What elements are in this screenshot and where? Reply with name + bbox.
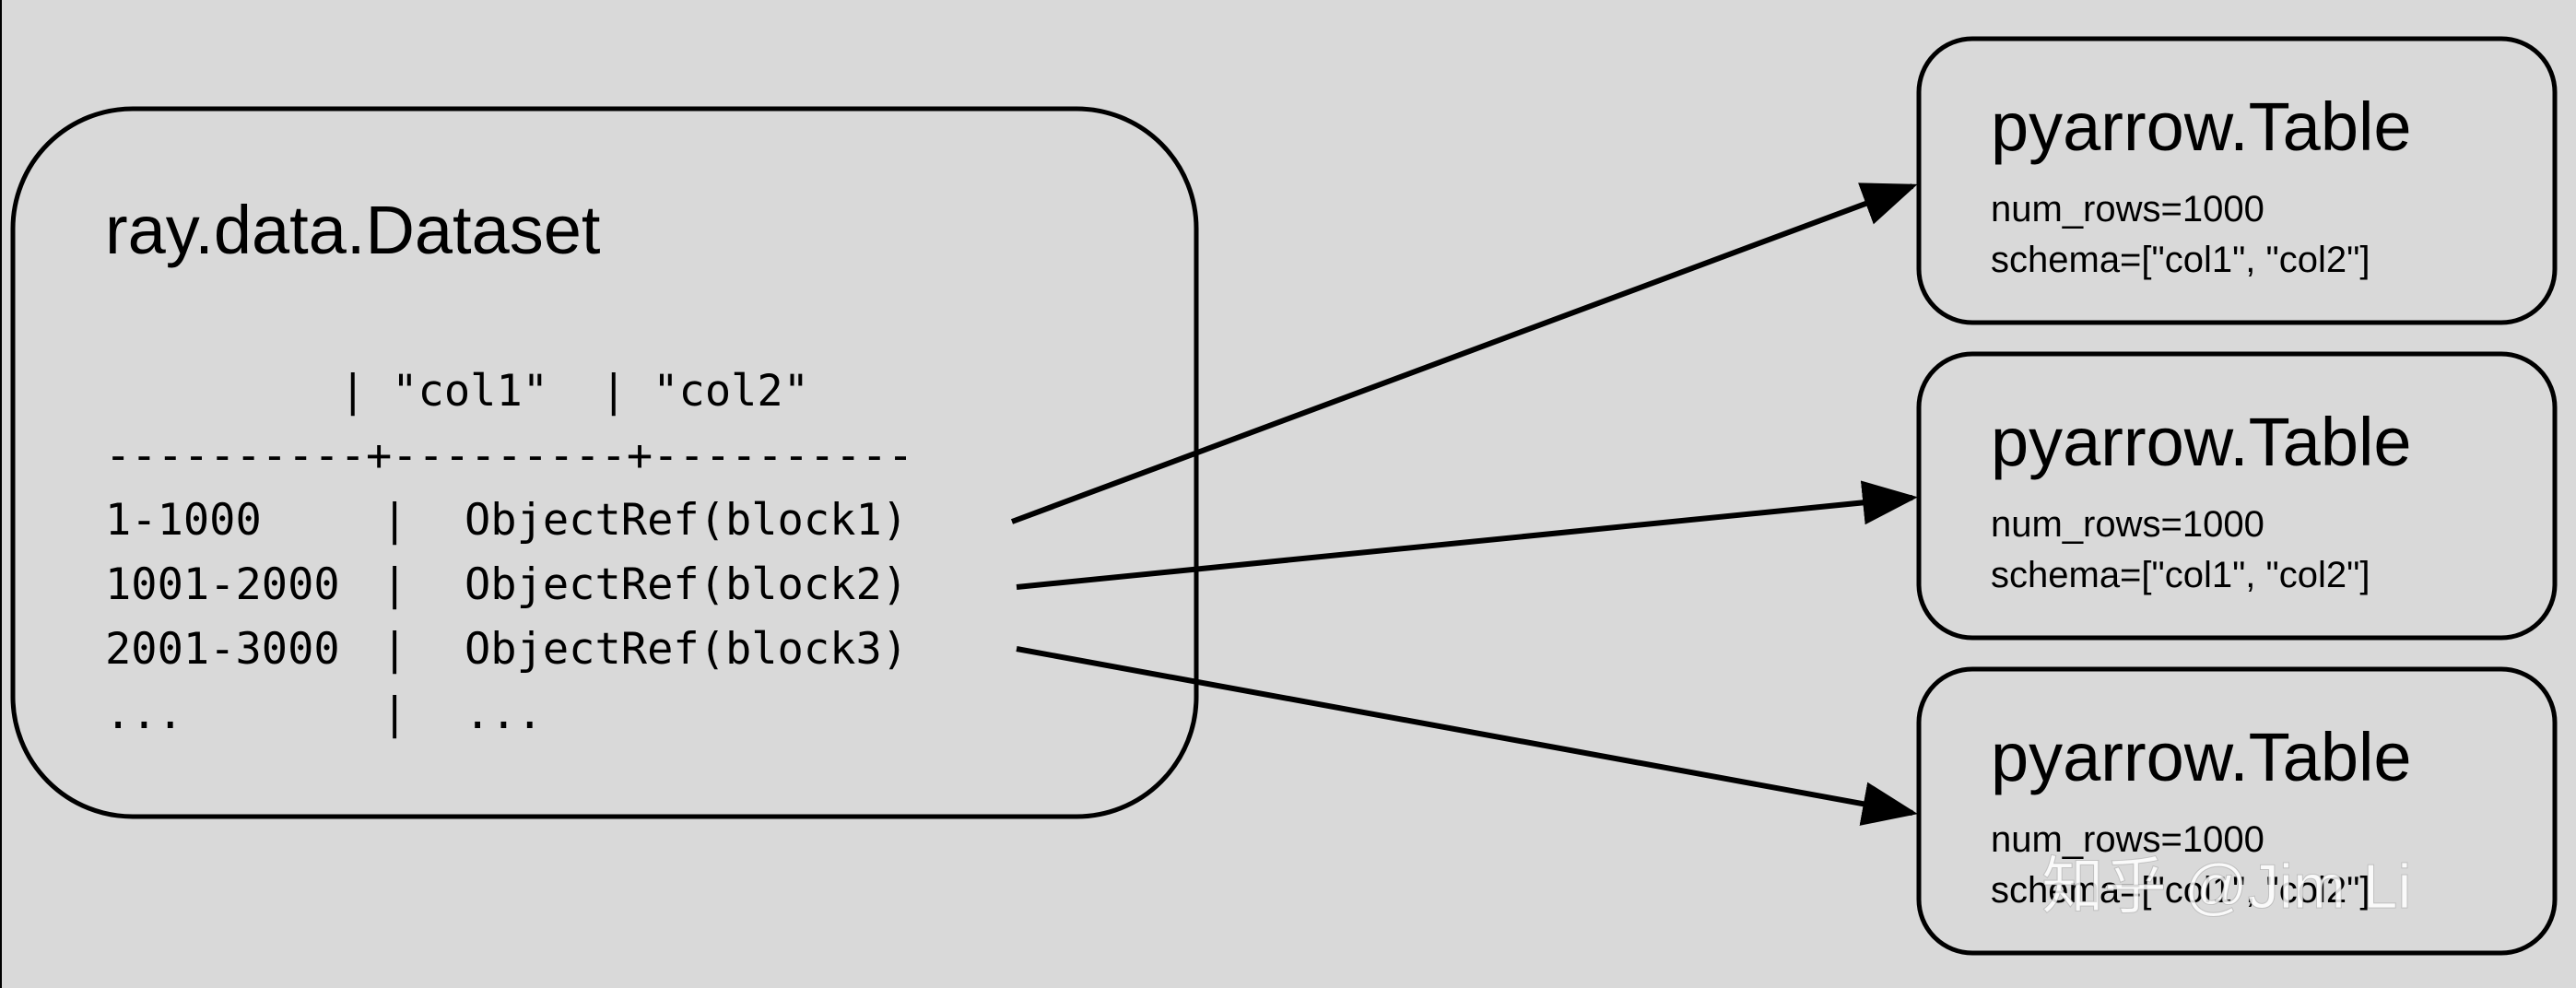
- dataset-header-row: | "col1" | "col2": [105, 366, 809, 417]
- row-divider: |: [382, 495, 407, 546]
- dataset-box: ray.data.Dataset | "col1" | "col2" -----…: [10, 106, 1199, 819]
- row-range: 1001-2000: [105, 559, 340, 610]
- row-divider: |: [382, 559, 407, 610]
- table-schema: schema=["col1", "col2"]: [1991, 555, 2370, 595]
- table-num-rows: num_rows=1000: [1991, 189, 2264, 229]
- row-divider: |: [382, 688, 407, 739]
- row-range: ...: [105, 688, 183, 739]
- table-schema: schema=["col1", "col2"]: [1991, 870, 2370, 911]
- dataset-row: 2001-3000 | ObjectRef(block3): [105, 624, 908, 675]
- row-object-ref: ...: [465, 688, 543, 739]
- dataset-title: ray.data.Dataset: [105, 192, 601, 268]
- dataset-row: ... | ...: [105, 688, 543, 739]
- row-range: 2001-3000: [105, 624, 340, 675]
- table-schema: schema=["col1", "col2"]: [1991, 240, 2370, 280]
- row-object-ref: ObjectRef(block2): [465, 559, 908, 610]
- pyarrow-table-box: pyarrow.Table num_rows=1000 schema=["col…: [1916, 36, 2558, 325]
- row-object-ref: ObjectRef(block1): [465, 495, 908, 546]
- table-num-rows: num_rows=1000: [1991, 504, 2264, 545]
- pyarrow-table-box: pyarrow.Table num_rows=1000 schema=["col…: [1916, 351, 2558, 641]
- table-title: pyarrow.Table: [1991, 88, 2412, 165]
- watermark-text: 知乎 @Jim Li: [2041, 852, 2412, 922]
- row-object-ref: ObjectRef(block3): [465, 624, 908, 675]
- arrow-block2-to-table2: [1016, 480, 1918, 590]
- dataset-separator: ----------+---------+----------: [105, 430, 913, 481]
- row-divider: |: [382, 624, 407, 675]
- table-num-rows: num_rows=1000: [1991, 819, 2264, 860]
- table-box-border: [1916, 36, 2558, 325]
- dataset-row: 1001-2000 | ObjectRef(block2): [105, 559, 908, 610]
- arrow-block3-to-table3: [1016, 646, 1918, 826]
- arrow-block1-to-table1: [1010, 182, 1918, 524]
- table-box-border: [1916, 666, 2558, 956]
- table-title: pyarrow.Table: [1991, 404, 2412, 480]
- dataset-row: 1-1000 | ObjectRef(block1): [105, 495, 908, 546]
- table-title: pyarrow.Table: [1991, 719, 2412, 795]
- pyarrow-table-box: pyarrow.Table num_rows=1000 schema=["col…: [1916, 666, 2558, 956]
- dataset-box-border: [10, 106, 1199, 819]
- row-range: 1-1000: [105, 495, 262, 546]
- table-box-border: [1916, 351, 2558, 641]
